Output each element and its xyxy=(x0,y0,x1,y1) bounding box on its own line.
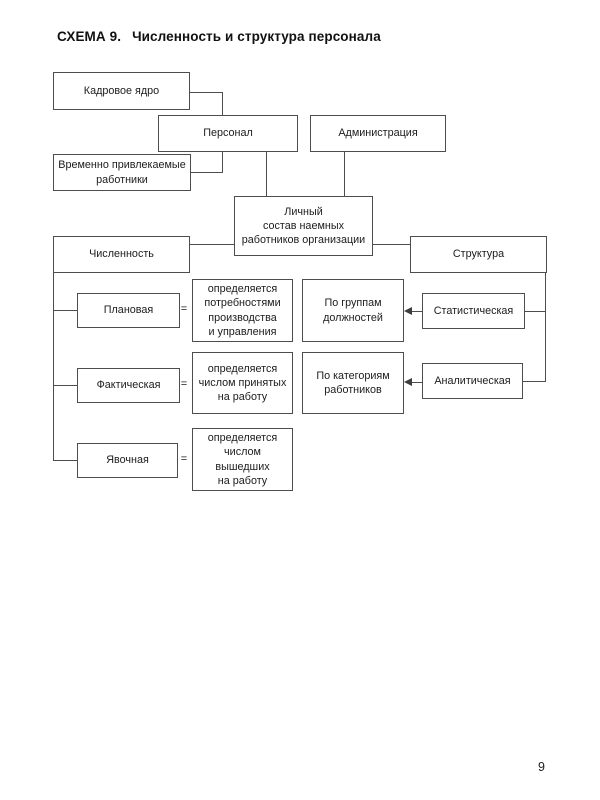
connector-line xyxy=(53,310,77,311)
node-lichnyy-sostav: Личный состав наемных работников организ… xyxy=(234,196,373,256)
connector-line xyxy=(190,92,223,93)
node-opredelyaetsya-prinyatykh: определяется числом принятых на работу xyxy=(192,352,293,414)
node-chislennost: Численность xyxy=(53,236,190,273)
node-analiticheskaya: Аналитическая xyxy=(422,363,523,399)
connector-line xyxy=(523,381,546,382)
page-number: 9 xyxy=(538,760,545,774)
arrowhead-left-icon xyxy=(404,307,412,315)
equals-sign-fakticheskaya: = xyxy=(180,378,188,390)
connector-line xyxy=(409,382,422,383)
node-po-kategoriyam-rabotnikov: По категориям работников xyxy=(302,352,404,414)
node-personal: Персонал xyxy=(158,115,298,152)
connector-line xyxy=(190,244,234,245)
connector-line xyxy=(53,385,77,386)
node-fakticheskaya: Фактическая xyxy=(77,368,180,403)
node-opredelyaetsya-vyshedshikh: определяется числом вышедших на работу xyxy=(192,428,293,491)
connector-line xyxy=(525,311,546,312)
node-planovaya: Плановая xyxy=(77,293,180,328)
connector-line xyxy=(545,273,546,382)
page-title: СХЕМА 9. Численность и структура персонал… xyxy=(57,29,381,44)
connector-line xyxy=(373,244,410,245)
arrowhead-left-icon xyxy=(404,378,412,386)
node-po-gruppam-dolzhnostey: По группам должностей xyxy=(302,279,404,342)
connector-line xyxy=(344,152,345,197)
connector-line xyxy=(53,460,77,461)
node-administratsiya: Администрация xyxy=(310,115,446,152)
connector-line xyxy=(191,172,223,173)
connector-line xyxy=(53,273,54,461)
node-statisticheskaya: Статистическая xyxy=(422,293,525,329)
equals-sign-planovaya: = xyxy=(180,303,188,315)
connector-line xyxy=(409,311,422,312)
node-vremenno-privlekaemye: Временно привлекаемые работники xyxy=(53,154,191,191)
node-opredelyaetsya-potrebnostyami: определяется потребностями производства … xyxy=(192,279,293,342)
connector-line xyxy=(222,92,223,116)
scheme-number-label: СХЕМА 9. xyxy=(57,29,122,44)
scheme-title-text: Численность и структура персонала xyxy=(132,29,381,44)
equals-sign-yavochnaya: = xyxy=(180,453,188,465)
connector-line xyxy=(266,152,267,197)
node-kadrovoe-yadro: Кадровое ядро xyxy=(53,72,190,110)
connector-line xyxy=(222,151,223,173)
node-struktura: Структура xyxy=(410,236,547,273)
node-yavochnaya: Явочная xyxy=(77,443,178,478)
